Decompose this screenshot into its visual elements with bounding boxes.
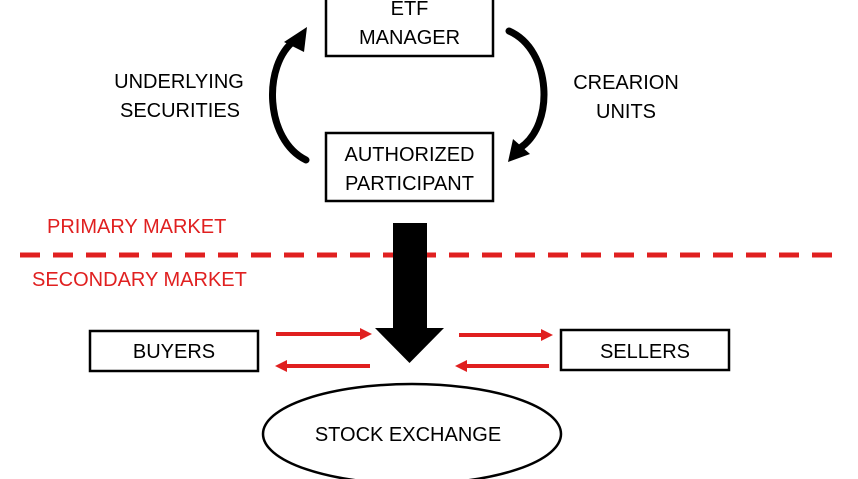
curved-arrow-down-icon — [505, 27, 548, 162]
creation-units-line1: CREARION — [573, 72, 679, 94]
creation-units-line2: UNITS — [596, 101, 656, 123]
buyers-label: BUYERS — [133, 341, 215, 363]
sellers-box — [559, 328, 731, 372]
sellers-label: SELLERS — [600, 341, 690, 363]
authorized-participant-box — [324, 131, 495, 203]
etf-manager-box — [324, 0, 495, 58]
etf-manager-label-line1: ETF — [391, 0, 429, 20]
authorized-participant-node: AUTHORIZED PARTICIPANT — [324, 131, 495, 203]
etf-manager-node: ETF MANAGER — [324, 0, 495, 58]
underlying-securities-label: UNDERLYING SECURITIES — [114, 71, 244, 122]
buyers-node: BUYERS — [88, 329, 260, 373]
authorized-participant-label-line2: PARTICIPANT — [345, 173, 474, 195]
secondary-market-label: SECONDARY MARKET — [32, 269, 247, 291]
buyers-box — [88, 329, 260, 373]
block-arrow-down-icon — [375, 223, 444, 363]
creation-units-label: CREARION UNITS — [573, 72, 679, 123]
stock-exchange-ellipse — [261, 382, 563, 479]
etf-manager-label-line2: MANAGER — [359, 27, 460, 49]
underlying-securities-line2: SECURITIES — [120, 100, 240, 122]
primary-market-label: PRIMARY MARKET — [47, 216, 226, 238]
sellers-node: SELLERS — [559, 328, 731, 372]
stock-exchange-node: STOCK EXCHANGE — [261, 382, 563, 479]
double-arrow-icon — [455, 329, 553, 372]
authorized-participant-label-line1: AUTHORIZED — [345, 144, 475, 166]
curved-arrow-up-icon — [269, 27, 310, 164]
double-arrow-icon — [275, 328, 372, 372]
underlying-securities-line1: UNDERLYING — [114, 71, 244, 93]
stock-exchange-label: STOCK EXCHANGE — [315, 424, 501, 446]
